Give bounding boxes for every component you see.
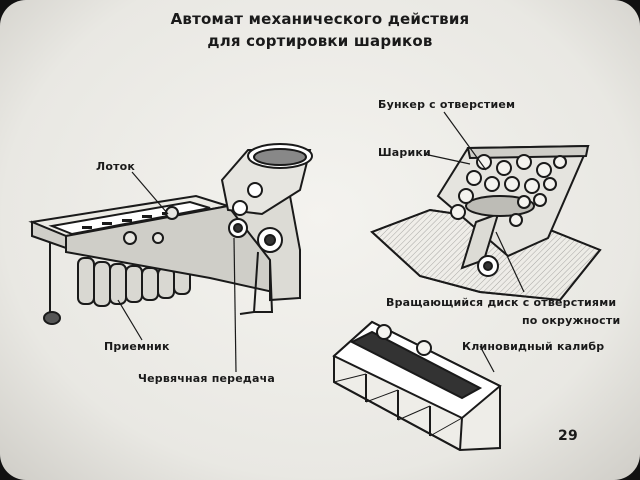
sorting-machine bbox=[28, 143, 313, 325]
label-bunker: Бункер с отверстием bbox=[378, 98, 516, 111]
page-number: 29 bbox=[558, 428, 578, 444]
label-shariki: Шарики bbox=[378, 146, 431, 159]
title-line-2: для сортировки шариков bbox=[207, 32, 433, 50]
label-priemnik: Приемник bbox=[104, 340, 170, 353]
right-leader-lines bbox=[423, 111, 525, 373]
bunker-balls bbox=[450, 154, 567, 227]
trough-balls bbox=[123, 206, 179, 245]
label-chervyachnaya: Червячная передача bbox=[138, 372, 275, 385]
label-kalibr: Клиновидный калибр bbox=[462, 340, 605, 353]
wedge-caliber bbox=[332, 320, 502, 452]
label-lotok: Лоток bbox=[96, 160, 136, 173]
worm-gear bbox=[228, 218, 283, 253]
bunker-assembly bbox=[370, 144, 602, 302]
left-leader-lines bbox=[117, 171, 237, 373]
leg-foot bbox=[43, 311, 61, 325]
hopper-funnel bbox=[220, 143, 313, 216]
title-line-1: Автомат механического действия bbox=[170, 10, 470, 28]
label-disk-line-1: Вращающийся диск с отверстиями bbox=[386, 296, 617, 309]
label-disk-line-2: по окружности bbox=[522, 314, 621, 327]
